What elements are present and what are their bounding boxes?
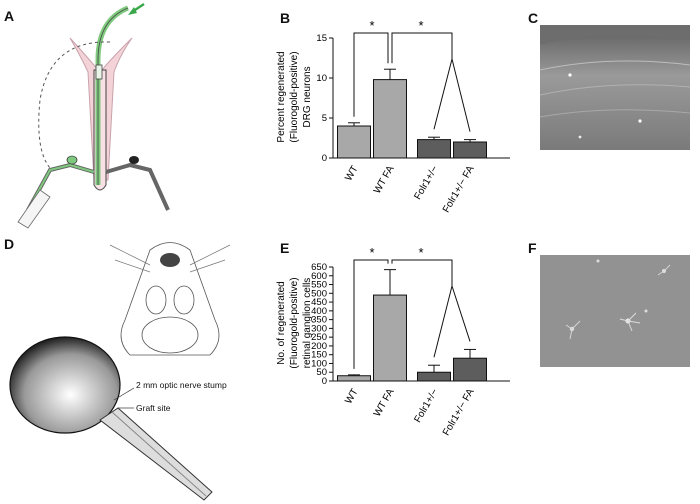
panel-label-d: D (4, 236, 15, 252)
chart-e-sig-star-1: * (369, 245, 374, 260)
chart-e-ytick-label-3: 150 (311, 350, 327, 361)
chart-e-ylabel: No. of regenerated (Fluorogold-positive)… (276, 277, 313, 368)
panel-label-e: E (280, 240, 290, 256)
chart-b-bar-0 (337, 125, 371, 159)
chart-b-bracket-1 (353, 32, 389, 117)
chart-e-ytick-label-8: 400 (311, 306, 327, 317)
chart-e-ytick-label-9: 450 (311, 297, 327, 308)
annotation-graft-site: Graft site (136, 403, 171, 413)
chart-e-ytick-label-6: 300 (311, 323, 327, 334)
chart-e-ytick-label-10: 500 (311, 288, 327, 299)
panel-f-micrograph (540, 255, 690, 367)
panel-a-illustration (17, 2, 170, 229)
chart-e-ytick-label-4: 200 (311, 341, 327, 352)
chart-b-ytick-label-1: 5 (322, 113, 327, 124)
chart-e-category-2: Folr1+/− (412, 387, 440, 425)
chart-e-bar-3 (453, 357, 487, 382)
chart-e-bar-0 (337, 375, 371, 382)
chart-b-bracket-2 (391, 32, 453, 64)
chart-b-ylabel-line-2: (Fluorogold-positive) (289, 51, 300, 142)
chart-b-sig-star-1: * (369, 18, 374, 33)
panel-label-c: C (528, 10, 539, 26)
chart-e-ytick-label-2: 100 (311, 358, 327, 369)
chart-e-sig-star-2: * (418, 245, 423, 260)
chart-b-ylabel-line-3: DRG neurons (302, 66, 313, 127)
chart-e-category-0: WT (343, 387, 360, 406)
chart-b-ytick-label-0: 0 (322, 153, 327, 164)
chart-e-ylabel-line-3: retinal ganglion cells (302, 278, 313, 369)
chart-e-ytick-label-12: 600 (311, 271, 327, 282)
chart-e-ytick-label-11: 550 (311, 280, 327, 291)
annotation-optic-nerve-stump: 2 mm optic nerve stump (136, 380, 227, 390)
panel-c-micrograph (540, 25, 690, 150)
chart-b-ytick-label-2: 10 (316, 73, 327, 84)
chart-b-sig-star-2: * (418, 18, 423, 33)
chart-e-ylabel-line-1: No. of regenerated (276, 281, 287, 364)
chart-b-bracket-3 (433, 58, 471, 132)
panel-label-b: B (280, 10, 291, 26)
chart-b-ytick-label-3: 15 (316, 33, 327, 44)
chart-e-bracket-3 (433, 284, 471, 358)
panel-d-illustration (9, 242, 231, 501)
chart-e-bar-1 (373, 294, 407, 382)
chart-b-bar-1 (373, 79, 407, 159)
chart-b-ylabel-line-1: Percent regenerated (276, 51, 287, 142)
chart-e-ylabel-line-2: (Fluorogold-positive) (289, 277, 300, 368)
chart-e-ytick-label-1: 50 (316, 367, 327, 378)
chart-e-bar-2 (417, 371, 451, 382)
chart-e-category-1: WT FA (372, 387, 397, 419)
chart-e-ytick-label-5: 250 (311, 332, 327, 343)
chart-b-ylabel: Percent regenerated (Fluorogold-positive… (276, 51, 313, 142)
chart-e-ytick-label-0: 0 (322, 376, 327, 387)
panel-label-a: A (4, 8, 15, 24)
chart-e-bracket-1 (353, 259, 389, 369)
chart-e-bracket-2 (391, 259, 453, 286)
chart-e-ytick-label-7: 350 (311, 315, 327, 326)
panel-label-f: F (528, 240, 537, 256)
chart-e-ytick-label-13: 650 (311, 262, 327, 273)
chart-e-category-3: Folr1+/− FA (441, 387, 477, 438)
